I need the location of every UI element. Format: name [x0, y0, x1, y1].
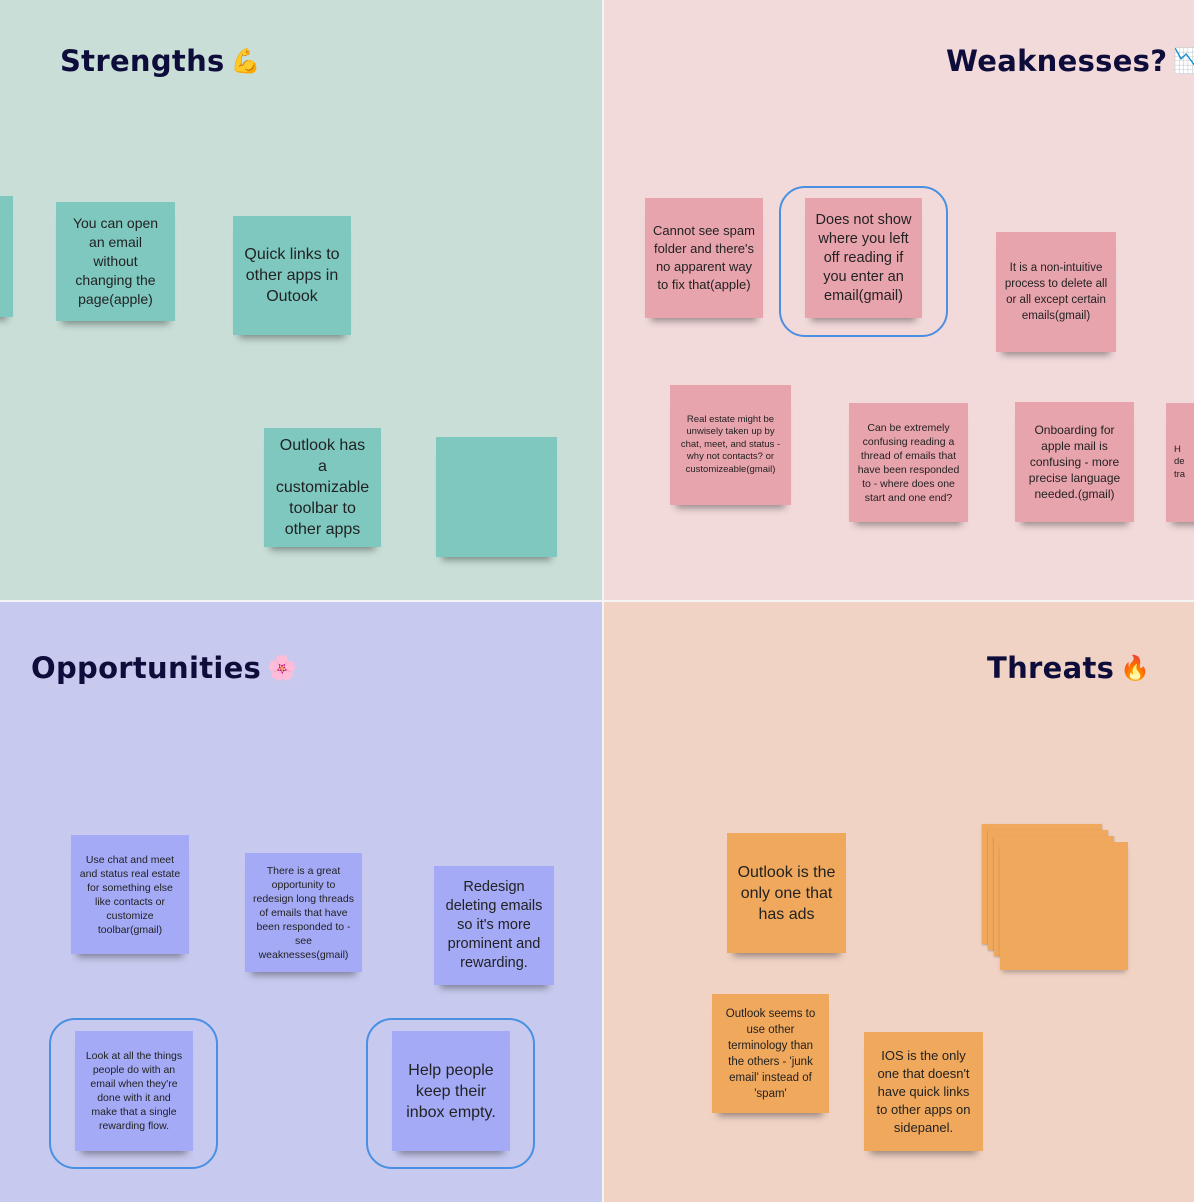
sticky-note[interactable]: Outlook seems to use other terminology t…	[712, 994, 829, 1113]
opportunities-title: Opportunities🌸	[31, 651, 297, 685]
sticky-note-text: Outlook seems to use other terminology t…	[725, 1007, 816, 1100]
selection-outline	[366, 1018, 535, 1169]
fire-icon: 🔥	[1120, 654, 1151, 682]
sticky-note[interactable]: Real estate might be unwisely taken up b…	[670, 385, 791, 505]
sticky-note[interactable]: Can be extremely confusing reading a thr…	[849, 403, 968, 522]
sticky-note-text: You can open an email without changing t…	[72, 215, 159, 307]
chart-decreasing-icon: 📉	[1173, 47, 1194, 75]
sticky-note-text: Does not show where you left off reading…	[815, 211, 912, 304]
sticky-note[interactable]: IOS is the only one that doesn't have qu…	[864, 1032, 983, 1151]
sticky-note-partial[interactable]: H de tra	[1166, 403, 1194, 522]
strengths-quadrant: Strengths💪 You can open an email without…	[0, 0, 602, 600]
sticky-note-text: H de tra	[1174, 443, 1186, 480]
strengths-title-text: Strengths	[60, 44, 225, 78]
sticky-note-stack[interactable]	[982, 824, 1130, 972]
sticky-note-text: Can be extremely confusing reading a thr…	[857, 421, 960, 504]
sticky-note-text: Outlook has a customizable toolbar to ot…	[275, 437, 370, 538]
flexed-biceps-icon: 💪	[230, 47, 261, 75]
sticky-note-text: It is a non-intuitive process to delete …	[1004, 262, 1108, 322]
sticky-note[interactable]: Redesign deleting emails so it's more pr…	[434, 866, 554, 985]
sticky-note[interactable]: Outlook has a customizable toolbar to ot…	[264, 428, 381, 547]
threats-title-text: Threats	[987, 651, 1115, 685]
sticky-note[interactable]: Quick links to other apps in Outook	[233, 216, 351, 335]
opportunities-quadrant: Opportunities🌸 Use chat and meet and sta…	[0, 602, 602, 1202]
sticky-note[interactable]: Onboarding for apple mail is confusing -…	[1015, 402, 1134, 522]
stack-sheet	[1000, 842, 1128, 970]
sticky-note[interactable]: Use chat and meet and status real estate…	[71, 835, 189, 954]
sticky-note-empty[interactable]	[436, 437, 557, 557]
sticky-note[interactable]: Cannot see spam folder and there's no ap…	[645, 198, 763, 318]
sticky-note-text: Real estate might be unwisely taken up b…	[680, 413, 781, 475]
weaknesses-title: Weaknesses?📉	[946, 44, 1194, 78]
weaknesses-title-text: Weaknesses?	[946, 44, 1168, 78]
sticky-note-text: IOS is the only one that doesn't have qu…	[876, 1047, 971, 1135]
cherry-blossom-icon: 🌸	[267, 654, 298, 682]
sticky-note-text: Cannot see spam folder and there's no ap…	[653, 223, 755, 292]
sticky-note-text: Quick links to other apps in Outook	[244, 246, 340, 305]
sticky-note-text: Redesign deleting emails so it's more pr…	[445, 879, 543, 971]
threats-quadrant: Threats🔥 Outlook is the only one that ha…	[604, 602, 1194, 1202]
selection-outline	[49, 1018, 218, 1169]
opportunities-title-text: Opportunities	[31, 651, 262, 685]
sticky-note-text: Onboarding for apple mail is confusing -…	[1028, 423, 1121, 501]
weaknesses-quadrant: Weaknesses?📉 Cannot see spam folder and …	[604, 0, 1194, 600]
strengths-title: Strengths💪	[60, 44, 261, 78]
sticky-note-text: Use chat and meet and status real estate…	[79, 853, 181, 936]
sticky-note-text: Outlook is the only one that has ads	[737, 863, 836, 923]
sticky-note[interactable]: Outlook is the only one that has ads	[727, 833, 846, 953]
sticky-note-selected[interactable]: Look at all the things people do with an…	[75, 1031, 193, 1151]
sticky-note-text: Look at all the things people do with an…	[85, 1050, 183, 1132]
sticky-note[interactable]: You can open an email without changing t…	[56, 202, 175, 321]
selection-outline	[779, 186, 948, 337]
sticky-note-selected[interactable]: Does not show where you left off reading…	[805, 198, 922, 318]
sticky-note[interactable]: It is a non-intuitive process to delete …	[996, 232, 1116, 352]
sticky-note-selected[interactable]: Help people keep their inbox empty.	[392, 1031, 510, 1151]
sticky-note[interactable]: There is a great opportunity to redesign…	[245, 853, 362, 972]
threats-title: Threats🔥	[987, 651, 1150, 685]
sticky-note-text: Help people keep their inbox empty.	[406, 1061, 496, 1121]
sticky-note-text: There is a great opportunity to redesign…	[253, 864, 354, 961]
sticky-note-partial[interactable]	[0, 196, 13, 317]
